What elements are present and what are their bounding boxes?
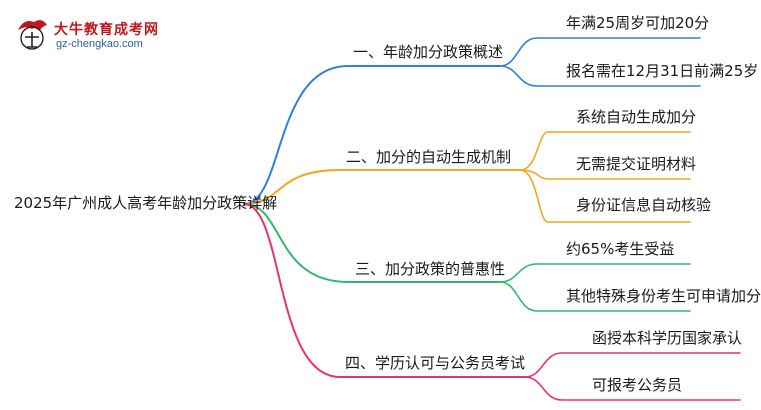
leaf-civil-service-eligible: 可报考公务员: [592, 376, 683, 394]
branch-connector-4: [243, 203, 526, 378]
leaf-connector-2-1: [519, 131, 691, 171]
leaf-connector-2-3: [519, 169, 691, 223]
branch-connector-1: [243, 65, 501, 205]
branch-degree-civil-service: 四、学历认可与公务员考试: [345, 354, 526, 372]
branch-auto-generation: 二、加分的自动生成机制: [346, 148, 512, 166]
leaf-connector-3-1: [499, 263, 691, 283]
branch-connector-3: [243, 203, 501, 283]
branch-inclusiveness: 三、加分政策的普惠性: [355, 260, 506, 278]
leaf-connector-1-2: [499, 65, 701, 87]
leaf-connector-4-1: [524, 352, 741, 378]
branch-age-policy-overview: 一、年龄加分政策概述: [353, 43, 504, 61]
logo-url: gz-chengkao.com: [56, 38, 143, 50]
leaf-degree-recognized: 函授本科学历国家承认: [592, 329, 743, 347]
leaf-id-verification: 身份证信息自动核验: [576, 196, 712, 214]
leaf-system-auto-bonus: 系统自动生成加分: [576, 108, 697, 126]
branch-connector-2: [243, 169, 521, 205]
mindmap-root: 2025年广州成人高考年龄加分政策详解: [14, 194, 278, 212]
logo-mascot-icon: [18, 20, 47, 50]
leaf-connector-2-2: [519, 169, 691, 180]
leaf-connector-4-2: [524, 376, 741, 401]
leaf-65-percent: 约65%考生受益: [566, 240, 675, 258]
leaf-register-deadline: 报名需在12月31日前满25岁: [566, 62, 759, 80]
logo-title: 大牛教育成考网: [54, 22, 159, 38]
leaf-connector-1-1: [499, 37, 701, 67]
leaf-no-documents: 无需提交证明材料: [576, 155, 697, 173]
leaf-special-identity: 其他特殊身份考生可申请加分: [566, 287, 761, 305]
leaf-connector-3-2: [499, 281, 691, 312]
site-logo: 大牛教育成考网 gz-chengkao.com: [10, 14, 200, 54]
leaf-age-25-bonus: 年满25周岁可加20分: [566, 14, 710, 32]
